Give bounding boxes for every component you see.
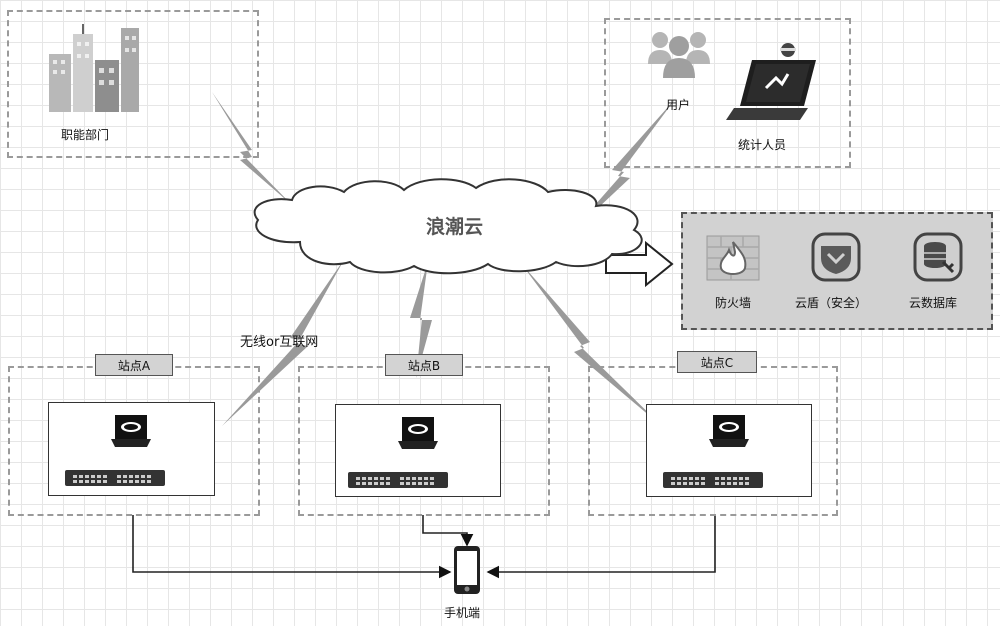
network-switch-icon — [663, 472, 763, 488]
connector-siteB-mobile — [422, 515, 474, 547]
firewall-label: 防火墙 — [715, 296, 752, 310]
site-c-box — [588, 366, 838, 516]
site-a-inner — [48, 402, 215, 496]
network-switch-icon — [348, 472, 448, 488]
mobile-phone-icon — [454, 546, 480, 594]
site-b-tag: 站点B — [385, 354, 463, 376]
firewall-icon — [706, 235, 760, 281]
connector-siteA-mobile — [132, 515, 452, 579]
departments-label: 职能部门 — [61, 128, 110, 142]
lightning-cloud-siteC — [520, 262, 664, 428]
lightning-cloud-siteB — [410, 262, 432, 378]
hollow-arrow-security — [605, 240, 674, 288]
cloud-shield-label: 云盾（安全） — [795, 296, 868, 310]
connector-siteC-mobile — [486, 515, 716, 579]
network-switch-icon — [65, 470, 165, 486]
cloud-database-label: 云数据库 — [909, 296, 958, 310]
mobile-label: 手机端 — [444, 606, 481, 620]
site-c-inner — [646, 404, 812, 497]
departments-box: 职能部门 — [7, 10, 259, 158]
building-icon — [49, 24, 139, 112]
site-b-box — [298, 366, 550, 516]
computer-icon — [709, 415, 749, 447]
network-label: 无线or互联网 — [240, 335, 319, 350]
users-box: 用户 统计人员 — [604, 18, 851, 168]
computer-icon — [398, 417, 438, 449]
stats-staff-label: 统计人员 — [738, 138, 787, 152]
cloud-database-icon — [913, 232, 963, 282]
lightning-users-cloud — [566, 98, 676, 238]
site-c-tag: 站点C — [677, 351, 757, 373]
user-label: 用户 — [666, 98, 691, 112]
cloud-label: 浪潮云 — [426, 216, 484, 238]
site-b-inner — [335, 404, 501, 497]
cloud-shield-icon — [811, 232, 861, 282]
site-a-box — [8, 366, 260, 516]
computer-icon — [111, 415, 151, 447]
site-a-tag: 站点A — [95, 354, 173, 376]
security-services-box: 防火墙 云盾（安全） 云数据库 — [681, 212, 993, 330]
stats-laptop-icon — [726, 43, 816, 120]
users-icon — [648, 32, 710, 78]
